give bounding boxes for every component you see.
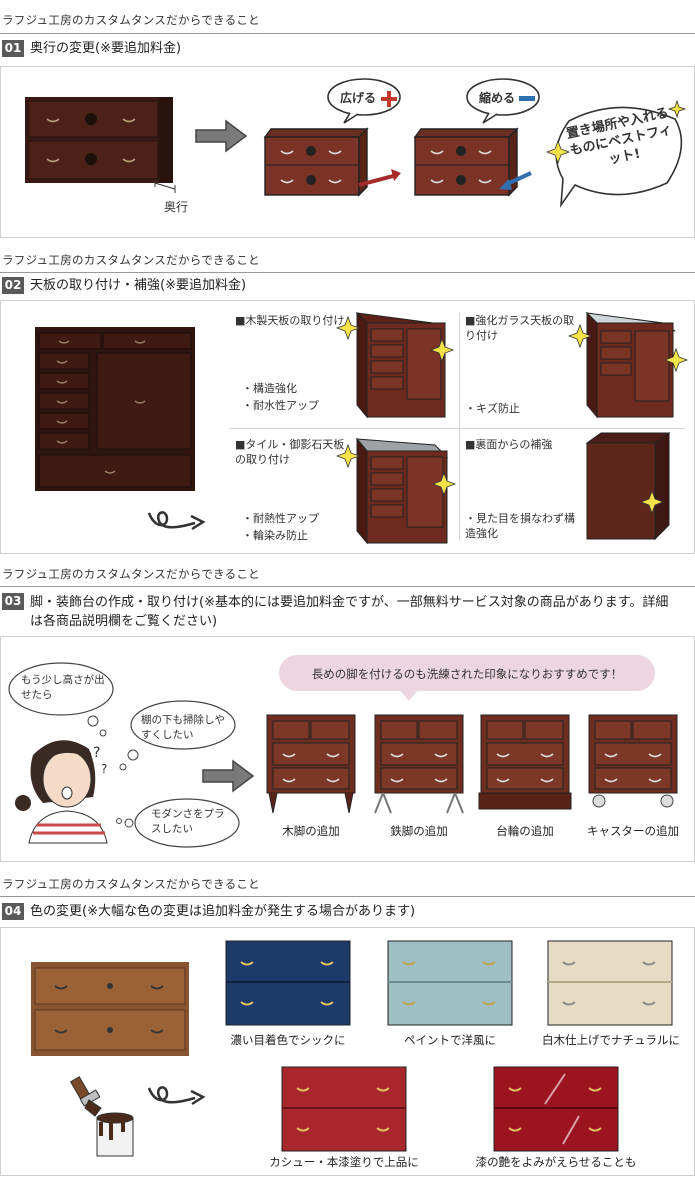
svg-text:?: ? <box>101 762 107 776</box>
option-caption: キャスターの追加 <box>587 824 679 838</box>
plinth-cabinet <box>478 714 572 810</box>
swirl-arrow-icon <box>147 511 206 531</box>
section-title: 色の変更(※大幅な色の変更は追加料金が発生する場合があります) <box>30 904 416 919</box>
thought-text: モダンさをプラスしたい <box>151 808 225 835</box>
color-caption: 漆の艶をよみがえらせることも <box>475 1155 637 1169</box>
wooden-legs-cabinet <box>266 714 356 814</box>
section-heading: 03 脚・装飾台の作成・取り付け(※基本的には要追加料金ですが、一部無料サービス… <box>2 593 682 631</box>
thought-bubble <box>116 798 240 848</box>
section-panel: もう少し高さが出せたら 棚の下も掃除しやすくしたい モダンさをプラスしたい ? … <box>0 636 695 862</box>
glass-top-illustration <box>567 311 689 419</box>
section-kicker: ラフジュ工房のカスタムタンスだからできること <box>2 253 260 267</box>
option-note: ・輪染み防止 <box>242 529 308 542</box>
section-kicker: ラフジュ工房のカスタムタンスだからできること <box>2 13 260 27</box>
svg-text:?: ? <box>93 745 100 761</box>
shrink-bubble <box>466 78 540 124</box>
tile-top-illustration <box>335 437 457 545</box>
widen-label: 広げる <box>340 91 377 105</box>
tansu-photo <box>25 97 173 183</box>
option-caption: 鉄脚の追加 <box>390 824 448 838</box>
thinking-woman-illustration: ? ? <box>15 740 108 844</box>
divider <box>0 896 695 897</box>
option-caption: 台輪の追加 <box>496 824 554 838</box>
divider <box>0 272 695 273</box>
thought-text: もう少し高さが出せたら <box>21 674 105 701</box>
option-note: ・キズ防止 <box>465 402 520 415</box>
dark-blue-chest <box>225 940 351 1026</box>
plus-icon <box>381 91 397 107</box>
depth-indicator <box>154 179 176 193</box>
tansu-photo <box>35 327 195 491</box>
section-kicker: ラフジュ工房のカスタムタンスだからできること <box>2 567 260 581</box>
option-caption: 木脚の追加 <box>282 824 340 838</box>
swirl-arrow-icon <box>147 1086 206 1106</box>
section-panel: ■木製天板の取り付け ・構造強化 ・耐水性アップ ■強化ガラス天板の取り付け ・… <box>0 300 695 554</box>
divider <box>0 586 695 587</box>
color-caption: 濃い目着色でシックに <box>230 1033 346 1047</box>
section-heading: 01 奥行の変更(※要追加料金) <box>2 40 181 58</box>
thought-text: 棚の下も掃除しやすくしたい <box>141 714 225 741</box>
bubble-tail <box>399 689 419 701</box>
arrow-right-icon <box>195 119 248 153</box>
thought-bubble <box>119 700 236 771</box>
best-fit-bubble <box>545 99 687 208</box>
option-title: ■強化ガラス天板の取り付け <box>465 314 575 342</box>
option-title: ■裏面からの補強 <box>465 438 553 451</box>
divider <box>0 33 695 34</box>
recommend-text: 長めの脚を付けるのも洗練された印象になりおすすめです！ <box>311 667 623 681</box>
section-kicker: ラフジュ工房のカスタムタンスだからできること <box>2 877 260 891</box>
option-note: ・耐水性アップ <box>242 399 319 412</box>
option-title: ■木製天板の取り付け <box>235 314 345 327</box>
recommend-bubble <box>279 655 655 691</box>
section-panel: 濃い目着色でシックに ペイントで洋風に 白木仕上げでナチュラルに カシュー・本漆… <box>0 927 695 1176</box>
section-number: 04 <box>2 903 24 920</box>
wooden-top-illustration <box>335 311 455 419</box>
widen-bubble <box>327 78 401 124</box>
shrink-label: 縮める <box>479 91 516 105</box>
section-title: 天板の取り付け・補強(※要追加料金) <box>30 278 247 293</box>
depth-label: 奥行 <box>164 200 189 214</box>
widened-tansu-illustration <box>263 127 401 197</box>
original-tansu-photo <box>31 962 189 1056</box>
light-blue-chest <box>387 940 513 1026</box>
section-title: 奥行の変更(※要追加料金) <box>30 41 182 56</box>
section-number: 02 <box>2 277 24 294</box>
arrow-right-icon <box>202 759 255 793</box>
paint-brush-can-icon <box>69 1076 134 1157</box>
color-caption: ペイントで洋風に <box>404 1033 496 1047</box>
thought-bubble <box>8 662 114 737</box>
section-title: 脚・装飾台の作成・取り付け(※基本的には要追加料金ですが、一部無料サービス対象の… <box>30 595 669 629</box>
section-heading: 04 色の変更(※大幅な色の変更は追加料金が発生する場合があります) <box>2 903 415 921</box>
section-panel: 奥行 広げる 縮める <box>0 66 695 238</box>
natural-wood-chest <box>547 940 673 1026</box>
minus-icon <box>519 96 535 101</box>
cashew-lacquer-chest <box>281 1066 407 1152</box>
grid-divider <box>459 313 460 541</box>
option-note: ・見た目を損なわず構造強化 <box>465 512 575 540</box>
option-note: ・構造強化 <box>242 382 297 395</box>
color-caption: カシュー・本漆塗りで上品に <box>269 1155 419 1169</box>
back-reinforcement-illustration <box>585 432 671 541</box>
iron-legs-cabinet <box>374 714 464 814</box>
glossy-lacquer-chest <box>493 1066 619 1152</box>
section-heading: 02 天板の取り付け・補強(※要追加料金) <box>2 277 246 295</box>
shrunk-tansu-illustration <box>413 127 532 197</box>
grid-divider <box>229 428 685 429</box>
section-number: 01 <box>2 40 24 57</box>
option-note: ・耐熱性アップ <box>242 512 319 525</box>
caster-cabinet <box>588 714 678 808</box>
section-number: 03 <box>2 593 24 610</box>
option-title: ■タイル・御影石天板の取り付け <box>235 438 345 466</box>
color-caption: 白木仕上げでナチュラルに <box>542 1033 680 1047</box>
